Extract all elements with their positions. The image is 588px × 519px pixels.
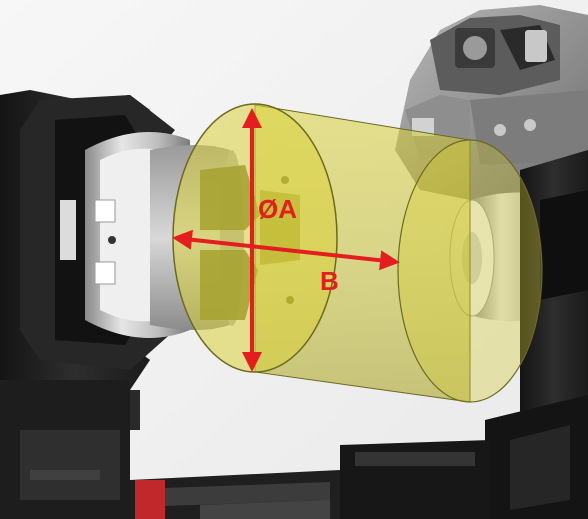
work-envelope-cylinder xyxy=(172,103,543,403)
diameter-label: ØA xyxy=(258,194,297,224)
machine-base-left xyxy=(0,380,130,519)
machine-bed xyxy=(130,440,490,519)
dimension-arrows xyxy=(172,108,400,372)
length-label: B xyxy=(320,266,339,296)
length-arrow xyxy=(172,229,400,271)
